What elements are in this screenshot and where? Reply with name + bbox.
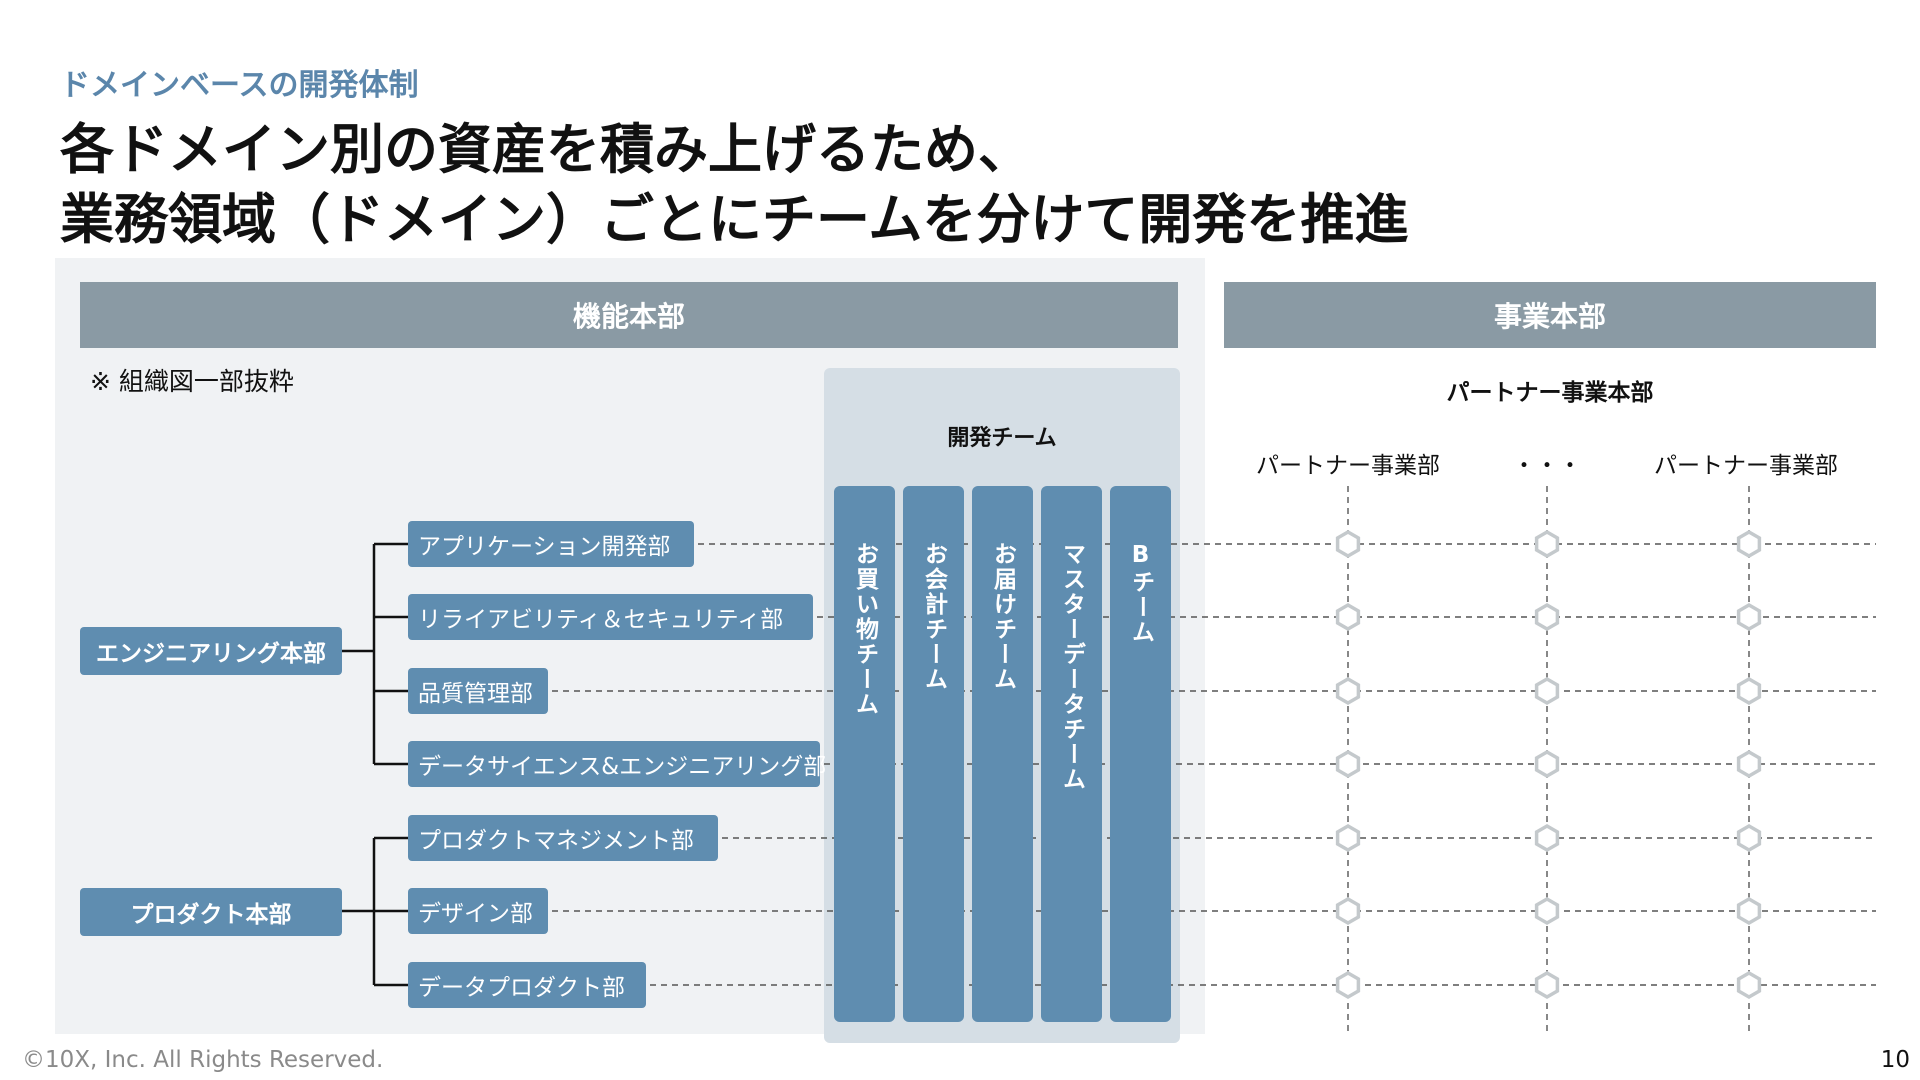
hexagon-node	[1534, 970, 1560, 1000]
hexagon-node	[1534, 749, 1560, 779]
team-shopping: お買い物チーム	[834, 486, 895, 1022]
hexagon-node	[1534, 823, 1560, 853]
headline-line-1: 各ドメイン別の資産を積み上げるため、	[60, 118, 1032, 181]
dept-data-science-engineering: データサイエンス&エンジニアリング部	[408, 741, 826, 787]
team-checkout: お会計チーム	[903, 486, 964, 1022]
headline-line-2: 業務領域（ドメイン）ごとにチームを分けて開発を推進	[60, 188, 1409, 251]
hexagon-node	[1736, 823, 1762, 853]
hexagon-node	[1335, 749, 1361, 779]
product-hq: プロダクト本部	[80, 888, 342, 936]
hexagon-node	[1335, 970, 1361, 1000]
hexagon-node	[1534, 602, 1560, 632]
hexagon-node	[1534, 676, 1560, 706]
engineering-hq: エンジニアリング本部	[80, 627, 342, 675]
hexagon-node	[1736, 896, 1762, 926]
hexagon-node	[1335, 896, 1361, 926]
hexagon-node	[1335, 676, 1361, 706]
business-division-banner: 事業本部	[1224, 282, 1876, 348]
hexagon-node	[1335, 823, 1361, 853]
team-delivery: お届けチーム	[972, 486, 1033, 1022]
page-number: 10	[1880, 1047, 1910, 1073]
hexagon-node	[1736, 676, 1762, 706]
section-subtitle: ドメインベースの開発体制	[60, 68, 419, 103]
functional-division-banner: 機能本部	[80, 282, 1178, 348]
dept-application-development: アプリケーション開発部	[408, 521, 694, 567]
dept-design: デザイン部	[408, 888, 548, 934]
copyright-footer: ©10X, Inc. All Rights Reserved.	[22, 1047, 384, 1073]
dept-product-management: プロダクトマネジメント部	[408, 815, 718, 861]
team-b: Bチーム	[1110, 486, 1171, 1022]
partner-business-hq: パートナー事業本部	[1446, 380, 1654, 406]
hexagon-node	[1736, 970, 1762, 1000]
partner-dept-label-2: パートナー事業部	[1654, 453, 1838, 479]
hexagon-node	[1736, 749, 1762, 779]
hexagon-node	[1335, 602, 1361, 632]
team-master-data: マスターデータチーム	[1041, 486, 1102, 1022]
partner-dept-label-1: パートナー事業部	[1256, 453, 1440, 479]
dev-team-title: 開発チーム	[947, 426, 1057, 451]
hexagon-node	[1335, 529, 1361, 559]
partner-dept-ellipsis: ・・・	[1512, 453, 1582, 479]
dept-quality-management: 品質管理部	[408, 668, 548, 714]
excerpt-note: ※ 組織図一部抜粋	[90, 367, 294, 396]
hexagon-node	[1534, 896, 1560, 926]
hexagon-node	[1534, 529, 1560, 559]
dept-reliability-security: リライアビリティ＆セキュリティ部	[408, 594, 813, 640]
hexagon-node	[1736, 529, 1762, 559]
hexagon-node	[1736, 602, 1762, 632]
dept-data-product: データプロダクト部	[408, 962, 646, 1008]
